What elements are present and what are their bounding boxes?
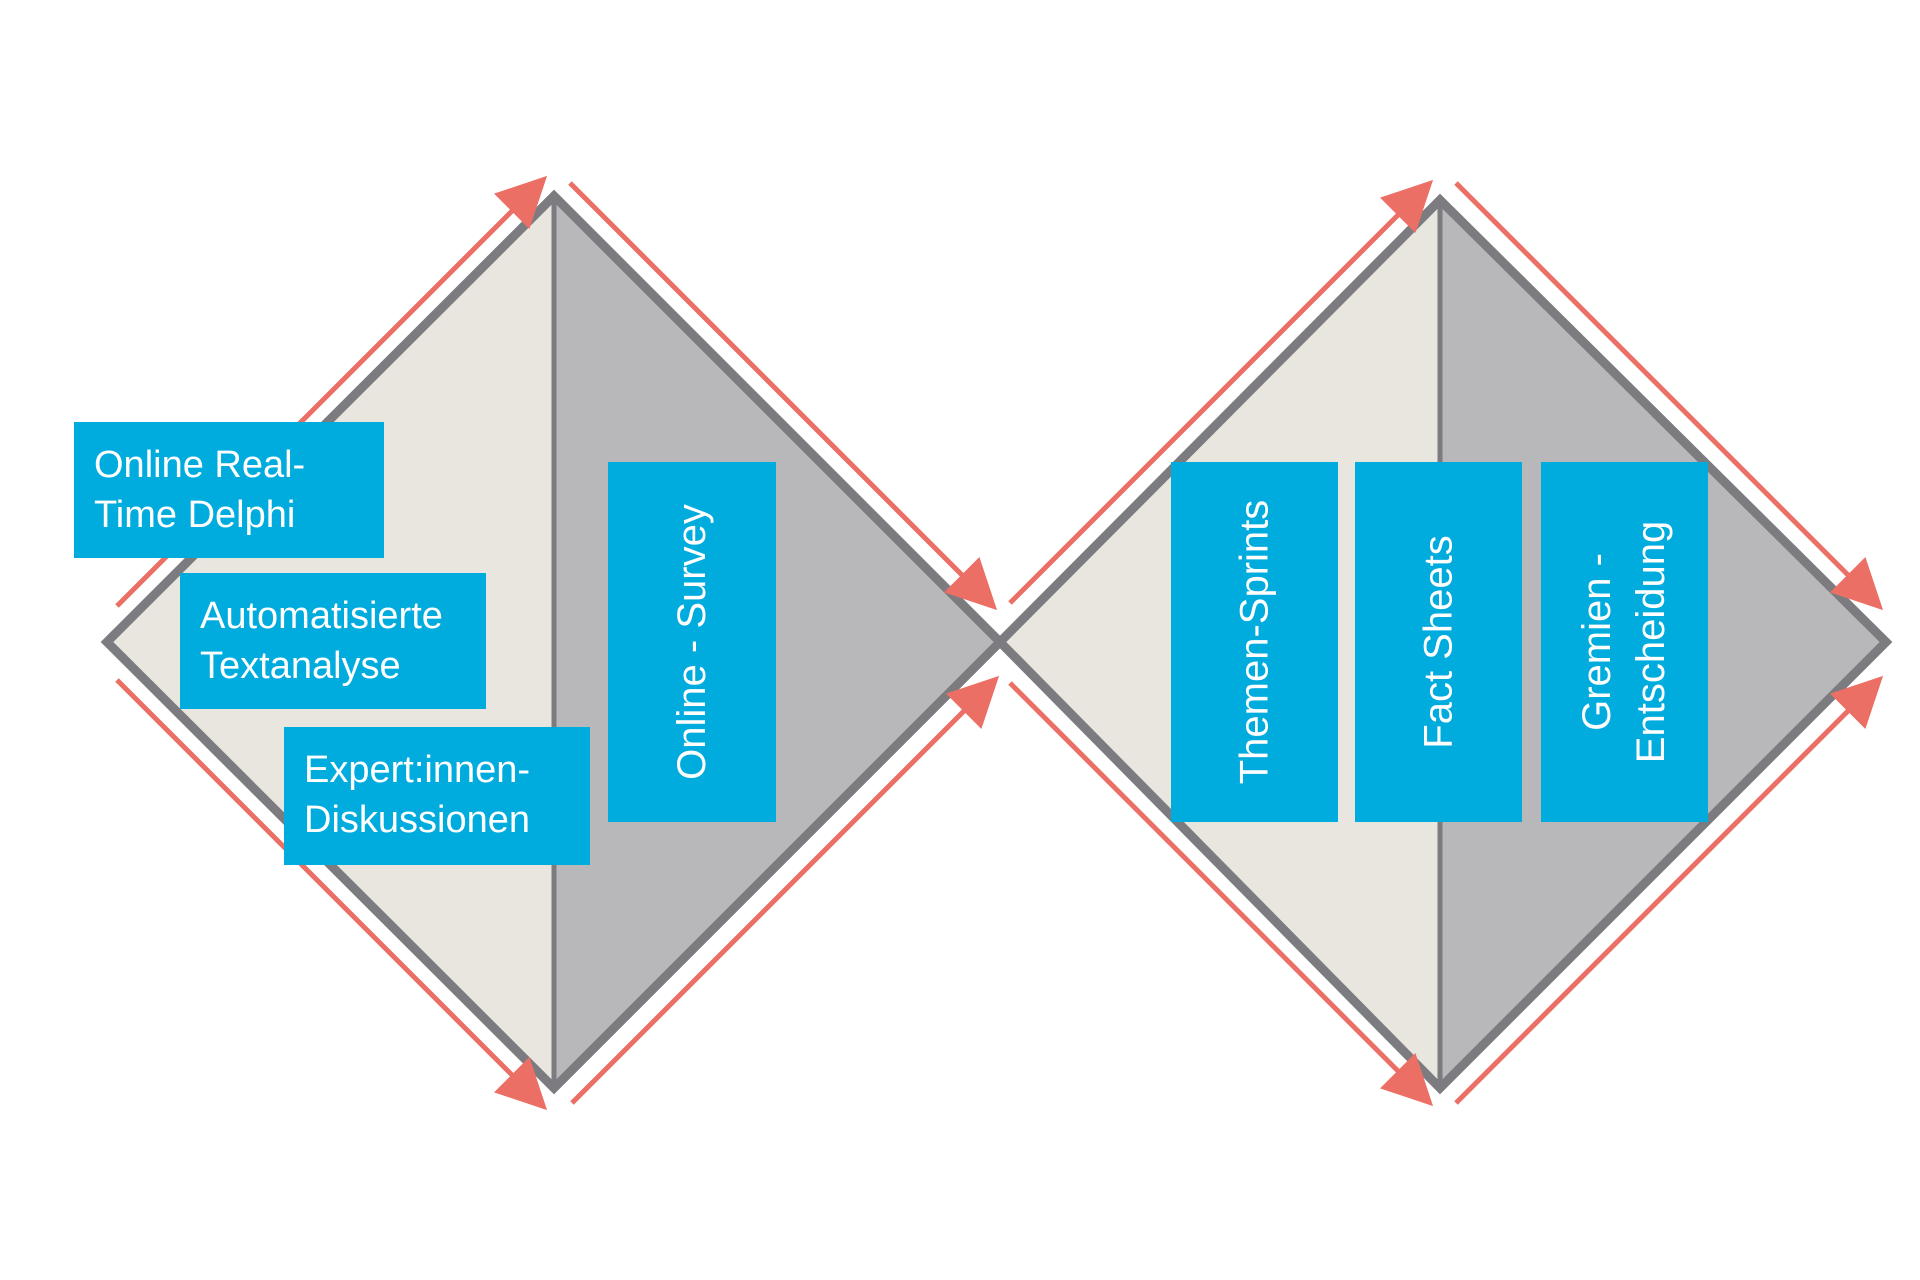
realtime-delphi-box: Online Real- Time Delphi [74,422,384,558]
diamond-2-outline [993,193,1893,1095]
realtime-delphi-line-2: Time Delphi [94,494,296,536]
gremien-line-2: Entscheidung [1629,520,1674,764]
realtime-delphi-line-1: Online Real- [94,444,306,486]
diskussionen-box: Expert:innen- Diskussionen [284,727,590,865]
arrow-diamond-2-upper-left [1008,179,1434,605]
gremien-entscheidung-box: Gremien - Entscheidung [1541,462,1708,822]
textanalyse-line-1: Automatisierte [200,595,443,637]
textanalyse-box: Automatisierte Textanalyse [180,573,486,709]
fact-sheets-box: Fact Sheets [1355,462,1522,822]
themen-sprints-label: Themen-Sprints [1232,499,1277,785]
arrow-diamond-1-lower-right [570,675,1000,1105]
fact-sheets-label: Fact Sheets [1416,535,1461,749]
arrow-diamond-1-lower-left [115,678,548,1111]
diskussionen-line-2: Diskussionen [304,799,530,841]
online-survey-label: Online - Survey [670,504,715,780]
arrow-diamond-2-lower-left [1008,681,1434,1107]
textanalyse-line-2: Textanalyse [200,645,401,687]
online-survey-box: Online - Survey [608,462,776,822]
arrow-diamond-1-upper-right [568,181,998,611]
diamond-1-define-half [554,196,1000,1088]
diskussionen-line-1: Expert:innen- [304,749,531,791]
gremien-line-1: Gremien - [1575,553,1620,731]
themen-sprints-box: Themen-Sprints [1171,462,1338,822]
arrow-diamond-2-upper-right [1454,181,1884,611]
arrow-diamond-2-lower-right [1454,675,1884,1105]
